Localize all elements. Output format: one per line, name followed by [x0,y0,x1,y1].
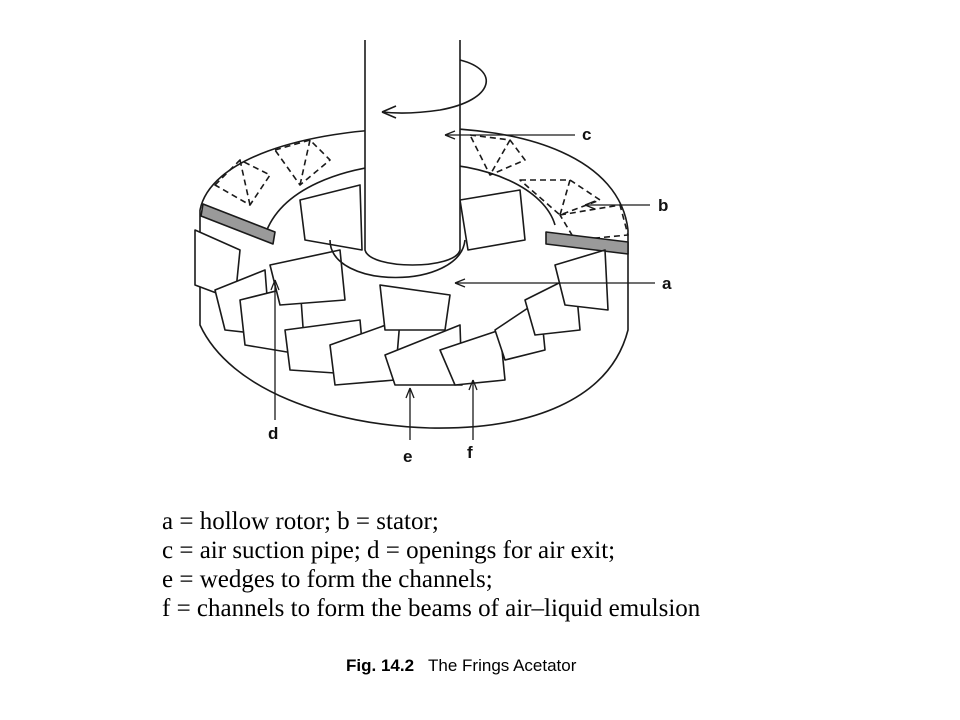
leader-c-arrow [444,130,456,140]
label-f: f [467,443,473,462]
leader-f-arrow [468,379,478,391]
leader-a-arrow [454,278,466,288]
figure-caption: Fig. 14.2 The Frings Acetator [346,656,576,676]
stator-bars [200,203,629,255]
legend: a = hollow rotor; b = stator; c = air su… [162,507,700,623]
legend-line: e = wedges to form the channels; [162,566,493,593]
leader-d-arrow [270,279,280,291]
rotor-wedges [194,184,609,386]
air-suction-pipe [364,40,461,266]
rotor-hub [329,239,466,279]
rotation-arrow [381,59,487,119]
label-c: c [582,125,591,144]
label-a: a [662,274,672,293]
legend-line: c = air suction pipe; d = openings for a… [162,537,616,564]
figure-number: Fig. 14.2 [346,656,415,675]
label-e: e [403,447,412,466]
stator-segments [214,134,629,241]
legend-line: a = hollow rotor; b = stator; [162,508,439,535]
leader-e-arrow [405,387,415,399]
label-d: d [268,424,278,443]
figure-title: The Frings Acetator [428,656,577,675]
leader-b-arrow [584,200,596,210]
label-b: b [658,196,668,215]
frings-acetator-diagram: c b a d e f [194,40,672,466]
legend-line: f = channels to form the beams of air–li… [162,595,701,622]
